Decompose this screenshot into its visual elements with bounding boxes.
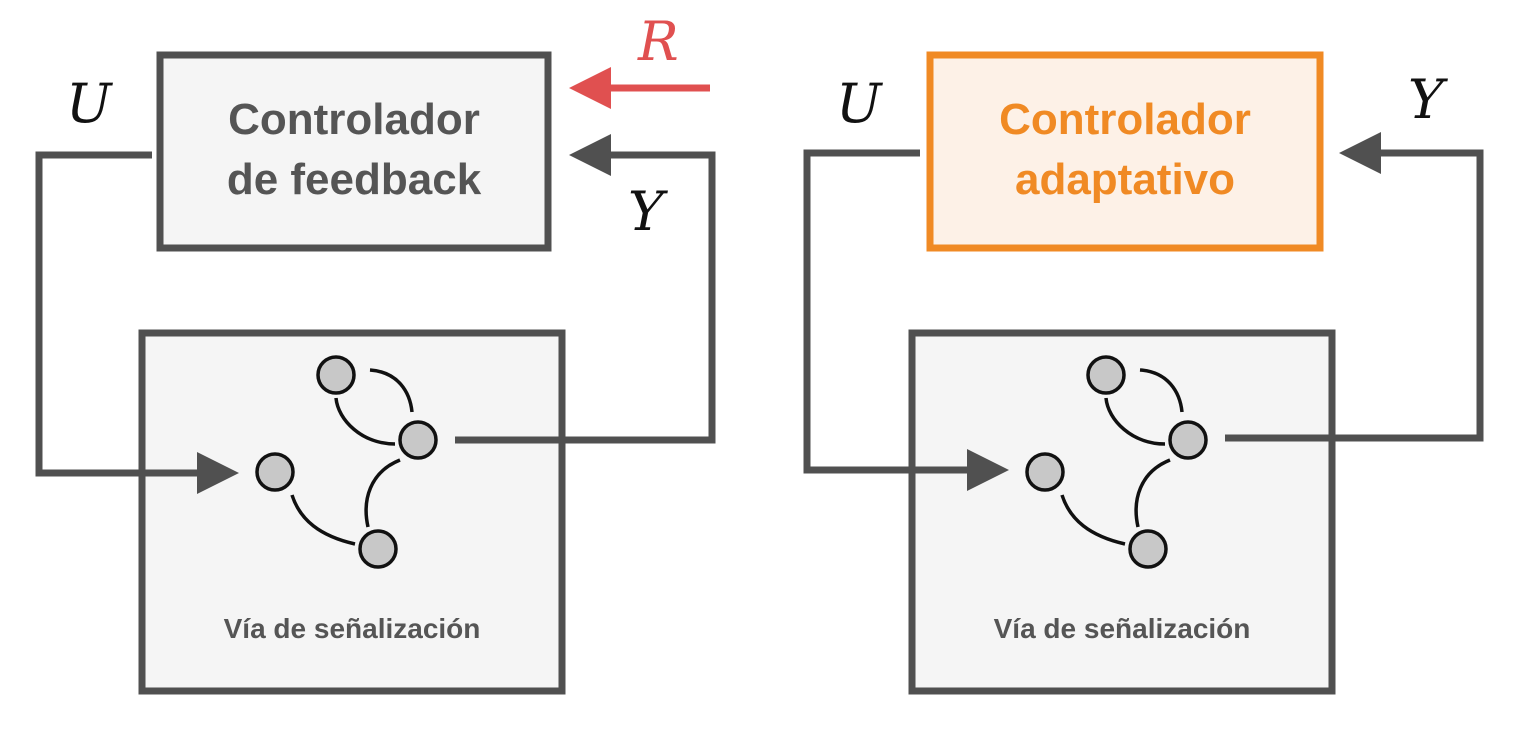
right-pathway-box <box>908 329 1336 695</box>
right-u-wire <box>803 149 1009 491</box>
left-network-icon <box>255 355 438 569</box>
left-u-label: U <box>66 72 113 135</box>
left-pathway-box <box>138 329 566 695</box>
left-pathway-label: Vía de señalización <box>224 613 481 644</box>
feedback-controller-title-line2: de feedback <box>227 155 482 204</box>
right-panel: Controlador adaptativo Vía de señalizaci… <box>803 51 1484 695</box>
left-panel: Controlador de feedback Vía de señalizac… <box>35 10 716 695</box>
left-y-label: Y <box>628 180 668 243</box>
feedback-controller-box <box>156 51 552 252</box>
right-y-label: Y <box>1408 68 1448 131</box>
right-pathway-label: Vía de señalización <box>994 613 1251 644</box>
right-network-icon <box>1025 355 1208 569</box>
adaptive-controller-box <box>926 51 1324 252</box>
right-y-wire <box>1225 132 1484 442</box>
right-u-label: U <box>836 72 883 135</box>
feedback-controller-title-line1: Controlador <box>228 95 480 144</box>
adaptive-controller-title-line1: Controlador <box>999 95 1251 144</box>
left-y-wire <box>455 134 716 444</box>
left-r-label: R <box>637 10 679 73</box>
left-u-wire <box>35 151 239 494</box>
adaptive-controller-title-line2: adaptativo <box>1015 155 1235 204</box>
